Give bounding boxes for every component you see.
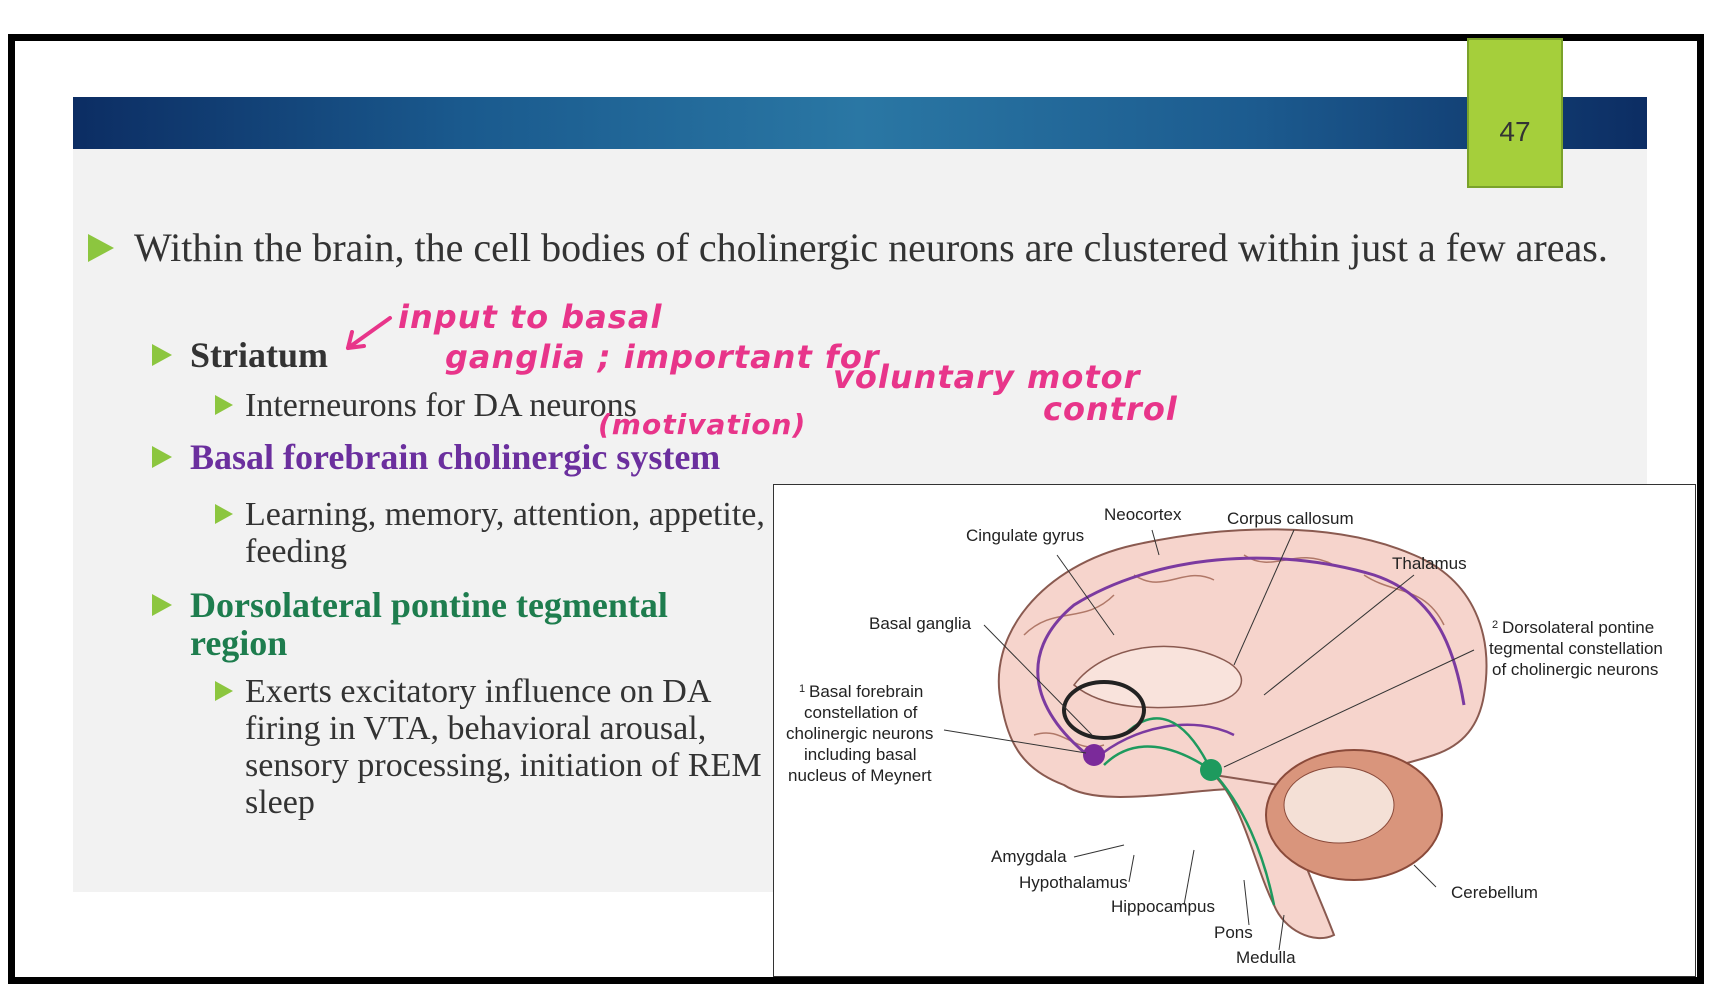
bullet-arrow-icon	[152, 344, 172, 366]
annotation-line-5: (motivation)	[598, 408, 807, 441]
brain-diagram: Neocortex Cingulate gyrus Corpus callosu…	[786, 505, 1663, 967]
pontine-node	[1200, 759, 1222, 781]
heading-striatum: Striatum	[190, 335, 328, 375]
main-bullet: Within the brain, the cell bodies of cho…	[88, 226, 1608, 270]
label-amygdala: Amygdala	[991, 847, 1067, 866]
heading-dorsolateral: Dorsolateral pontine tegmental region	[190, 585, 668, 663]
label-pons: Pons	[1214, 923, 1253, 942]
cerebellum-inner-shape	[1283, 766, 1395, 844]
label-medulla: Medulla	[1236, 948, 1296, 967]
annotation-line-4: control	[1043, 390, 1178, 428]
bullet-arrow-icon	[215, 681, 233, 701]
sub-bullet-striatum: Interneurons for DA neurons	[215, 387, 915, 424]
page-number: 47	[1499, 116, 1531, 147]
label-basal-ganglia: Basal ganglia	[869, 614, 972, 633]
bullet-arrow-icon	[152, 446, 172, 468]
sub-bullet-basal-forebrain: Learning, memory, attention, appetite, f…	[215, 496, 775, 570]
label-basal-forebrain-5: nucleus of Meynert	[788, 766, 932, 785]
label-thalamus: Thalamus	[1392, 554, 1467, 573]
corpus-callosum-shape	[1072, 645, 1243, 709]
annotation-line-2: ganglia ; important for	[445, 338, 880, 376]
bullet-arrow-icon	[88, 234, 114, 262]
basal-forebrain-node	[1083, 744, 1105, 766]
main-bullet-text: Within the brain, the cell bodies of cho…	[134, 225, 1608, 270]
annotation-arrow-icon	[346, 316, 392, 350]
striatum-circle-annotation	[1062, 680, 1146, 740]
label-dorsolateral-1: Dorsolateral pontine	[1502, 618, 1654, 637]
page-number-tag: 47	[1467, 38, 1563, 188]
sub-bullet-dorsolateral: Exerts excitatory influence on DA firing…	[215, 673, 775, 821]
label-dorsolateral-3: of cholinergic neurons	[1492, 660, 1658, 679]
bullet-basal-forebrain: Basal forebrain cholinergic system	[152, 438, 852, 476]
heading-basal-forebrain: Basal forebrain cholinergic system	[190, 437, 721, 477]
label-basal-forebrain-3: cholinergic neurons	[786, 724, 933, 743]
label-cingulate-gyrus: Cingulate gyrus	[966, 526, 1084, 545]
basal-forebrain-pathway-2	[1093, 723, 1235, 761]
bullet-arrow-icon	[152, 594, 172, 616]
label-hippocampus: Hippocampus	[1111, 897, 1215, 916]
sub-text-basal-forebrain: Learning, memory, attention, appetite, f…	[245, 496, 765, 570]
label-superscript-1: 1	[799, 683, 805, 695]
annotation-line-1: input to basal	[398, 298, 663, 336]
label-cerebellum: Cerebellum	[1451, 883, 1538, 902]
label-neocortex: Neocortex	[1104, 505, 1182, 524]
label-corpus-callosum: Corpus callosum	[1227, 509, 1354, 528]
title-banner	[73, 97, 1647, 149]
brain-figure: Neocortex Cingulate gyrus Corpus callosu…	[773, 484, 1696, 977]
label-basal-forebrain-4: including basal	[804, 745, 916, 764]
label-basal-forebrain-2: constellation of	[804, 703, 918, 722]
bullet-arrow-icon	[215, 504, 233, 524]
label-superscript-2: 2	[1492, 619, 1498, 631]
annotation-line-3: voluntary motor	[833, 358, 1141, 396]
sub-text-dorsolateral: Exerts excitatory influence on DA firing…	[245, 673, 762, 821]
label-hypothalamus: Hypothalamus	[1019, 873, 1128, 892]
bullet-arrow-icon	[215, 395, 233, 415]
leader-lines	[943, 529, 1475, 951]
label-dorsolateral-2: tegmental constellation	[1489, 639, 1663, 658]
bullet-striatum: Striatum	[152, 336, 328, 374]
sub-text-striatum: Interneurons for DA neurons	[245, 387, 637, 424]
cerebrum-shape	[997, 528, 1488, 798]
bullet-dorsolateral: Dorsolateral pontine tegmental region	[152, 586, 752, 662]
label-basal-forebrain-1: Basal forebrain	[809, 682, 923, 701]
